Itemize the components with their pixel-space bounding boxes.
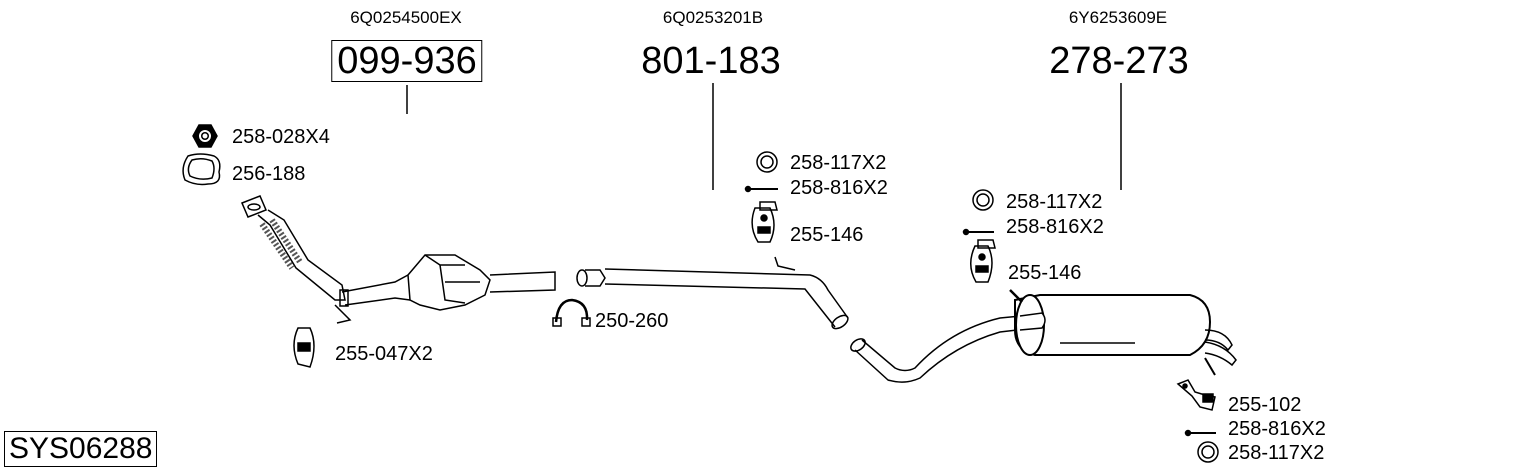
part-label[interactable]: 258-816X2 — [790, 177, 888, 199]
part-label[interactable]: 255-146 — [790, 224, 864, 246]
part-label[interactable]: 255-047X2 — [335, 343, 433, 365]
oem-number: 6Q0253201B — [662, 8, 764, 27]
part-number[interactable]: 801-183 — [641, 40, 781, 82]
rubber-hanger-icon — [751, 201, 778, 243]
ring-icon — [972, 189, 994, 211]
part-number-highlighted[interactable]: 099-936 — [331, 40, 483, 82]
nut-icon — [192, 124, 218, 148]
part-label[interactable]: 250-260 — [595, 310, 669, 332]
rear-silencer — [850, 289, 1237, 383]
part-label[interactable]: 258-816X2 — [1228, 418, 1326, 440]
bolt-icon — [962, 228, 994, 236]
bolt-icon — [1184, 429, 1216, 437]
part-label[interactable]: 258-028X4 — [232, 126, 330, 148]
part-label[interactable]: 255-146 — [1008, 262, 1082, 284]
part-label[interactable]: 255-102 — [1228, 394, 1302, 416]
system-code: SYS06288 — [4, 431, 158, 467]
ring-icon — [1197, 441, 1219, 463]
gasket-icon — [182, 153, 221, 186]
oem-number: 6Q0254500EX — [350, 8, 462, 27]
part-number[interactable]: 278-273 — [1049, 40, 1189, 82]
clamp-icon — [552, 298, 591, 327]
oem-number: 6Y6253609E — [1068, 8, 1168, 27]
middle-pipe — [576, 256, 849, 330]
rubber-hanger-icon — [970, 239, 996, 283]
bracket-icon — [1176, 379, 1216, 411]
ring-icon — [756, 151, 778, 173]
part-label[interactable]: 258-117X2 — [1228, 442, 1325, 464]
rubber-hanger-icon — [293, 327, 315, 368]
part-label[interactable]: 258-816X2 — [1006, 216, 1104, 238]
part-label[interactable]: 256-188 — [232, 163, 306, 185]
bolt-icon — [744, 185, 778, 193]
part-label[interactable]: 258-117X2 — [1006, 191, 1103, 213]
front-pipe-with-catalytic-converter — [241, 195, 556, 324]
part-label[interactable]: 258-117X2 — [790, 152, 887, 174]
